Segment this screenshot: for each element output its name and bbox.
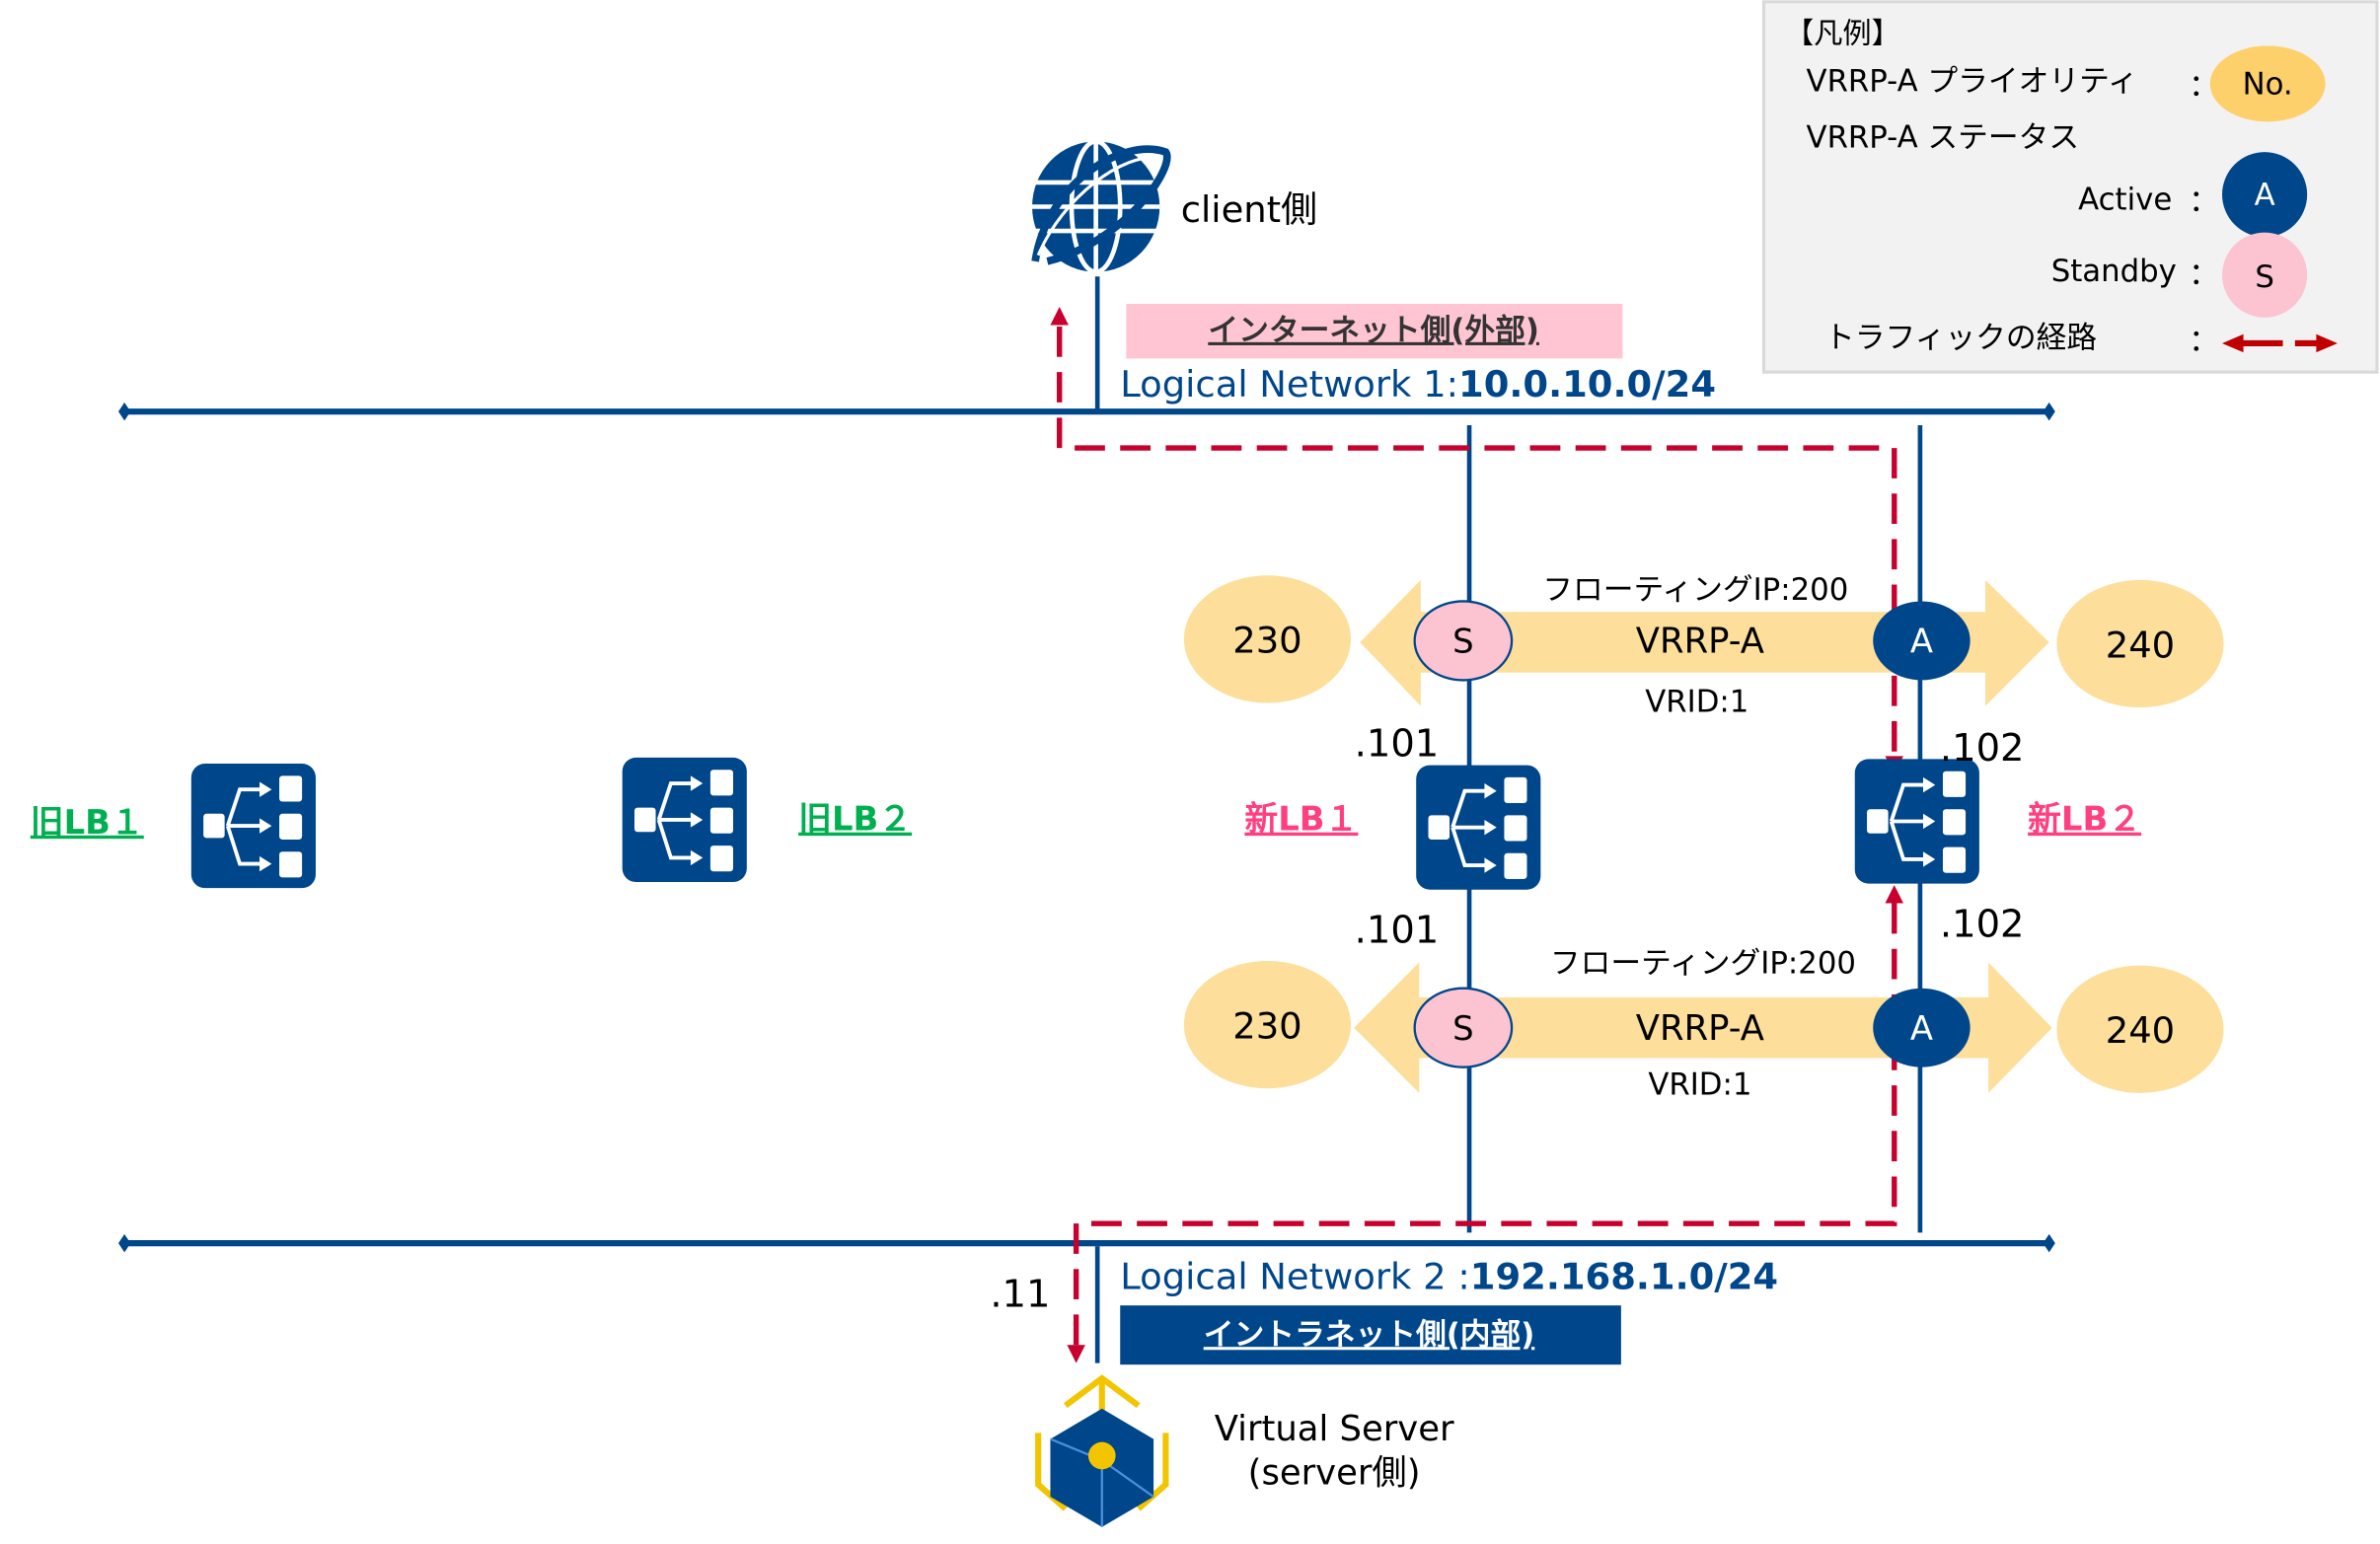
priority-badge — [1183, 961, 1352, 1089]
external-zone-label: インターネット側(外部) — [1208, 313, 1539, 348]
new-lb2-label: 新LB２ — [2028, 800, 2141, 839]
vrrp-name: VRRP-A — [1636, 622, 1764, 662]
standby-status-badge — [1413, 987, 1514, 1068]
legend-status-label: VRRP-A ステータス — [1807, 120, 2080, 156]
status-text: A — [1910, 1009, 1933, 1048]
legend: 【凡例】 VRRP-A プライオリティ ： No. VRRP-A ステータス A… — [1761, 0, 2379, 374]
new-lb2-ip-upper: .102 — [1940, 726, 2025, 771]
legend-colon: ： — [2189, 324, 2219, 359]
priority-text: 230 — [1232, 1004, 1302, 1047]
active-status-badge — [1873, 601, 1971, 681]
server-label-line2: (server側) — [1248, 1453, 1421, 1494]
logical-network-2-line — [117, 1233, 2055, 1253]
virtual-server-icon — [1035, 1374, 1169, 1527]
priority-text: 230 — [1232, 620, 1302, 662]
vrrp-name: VRRP-A — [1636, 1008, 1764, 1049]
legend-standby-text: S — [2255, 259, 2274, 295]
vrrp-upper: 230 240 S A フローティングIP:200 VRRP-A VRID:1 — [1183, 572, 2224, 720]
old-lb2-label: 旧LB２ — [798, 800, 912, 839]
legend-priority-label: VRRP-A プライオリティ — [1807, 64, 2138, 100]
priority-badge — [2056, 579, 2224, 708]
legend-traffic-label: トラフィックの経路 — [1824, 321, 2097, 356]
server-ip-label: .11 — [990, 1273, 1050, 1317]
vrrp-lower: 230 240 S A フローティングIP:200 VRRP-A VRID:1 — [1183, 945, 2224, 1102]
legend-title: 【凡例】 — [1785, 16, 1900, 49]
legend-priority-text: No. — [2243, 67, 2293, 103]
legend-active-text: A — [2255, 178, 2275, 213]
priority-text: 240 — [2106, 1009, 2175, 1052]
new-lb2-icon — [1852, 757, 1981, 886]
status-text: S — [1452, 1009, 1473, 1048]
vrid-label: VRID:1 — [1645, 685, 1748, 720]
priority-badge — [2056, 965, 2224, 1093]
traffic-path — [1057, 327, 1897, 1349]
new-lb1-icon — [1414, 763, 1543, 892]
legend-active-label: Active — [2078, 183, 2172, 218]
active-status-badge — [1873, 988, 1971, 1067]
priority-text: 240 — [2106, 624, 2175, 666]
internal-zone-badge — [1120, 1305, 1621, 1365]
new-lb2-ip-lower: .102 — [1940, 902, 2025, 946]
client-label: client側 — [1181, 188, 1317, 231]
old-lb2-icon — [620, 755, 749, 884]
floating-ip-label: フローティングIP:200 — [1550, 945, 1856, 981]
standby-status-badge — [1413, 600, 1514, 682]
priority-badge — [1183, 575, 1352, 703]
old-lb1-icon — [188, 762, 318, 891]
new-lb1-ip-upper: .101 — [1355, 721, 1440, 766]
external-zone-badge — [1126, 303, 1623, 359]
legend-priority-symbol — [2209, 45, 2326, 122]
legend-active-symbol — [2222, 152, 2308, 238]
legend-standby-label: Standby — [2051, 254, 2177, 289]
internal-network-label: Logical Network 2 :192.168.1.0/24 — [1120, 1255, 1778, 1297]
floating-ip-label: フローティングIP:200 — [1542, 572, 1848, 608]
legend-colon: ： — [2189, 257, 2219, 292]
old-lb1-label: 旧LB１ — [31, 803, 144, 842]
external-network-label: Logical Network 1:10.0.10.0/24 — [1120, 363, 1716, 405]
legend-traffic-arrow-icon — [2222, 333, 2338, 353]
server-label-line1: Virtual Server — [1215, 1409, 1454, 1449]
internal-zone-label: イントラネット側(内部) — [1204, 1317, 1535, 1353]
globe-icon — [1031, 139, 1171, 274]
status-text: A — [1910, 623, 1933, 661]
status-text: S — [1452, 623, 1473, 661]
new-lb1-ip-lower: .101 — [1355, 909, 1440, 953]
legend-colon: ： — [2189, 184, 2219, 219]
vrid-label: VRID:1 — [1648, 1066, 1751, 1102]
logical-network-1-line — [117, 402, 2055, 421]
new-lb1-label: 新LB１ — [1244, 800, 1358, 839]
legend-standby-symbol — [2222, 232, 2308, 318]
